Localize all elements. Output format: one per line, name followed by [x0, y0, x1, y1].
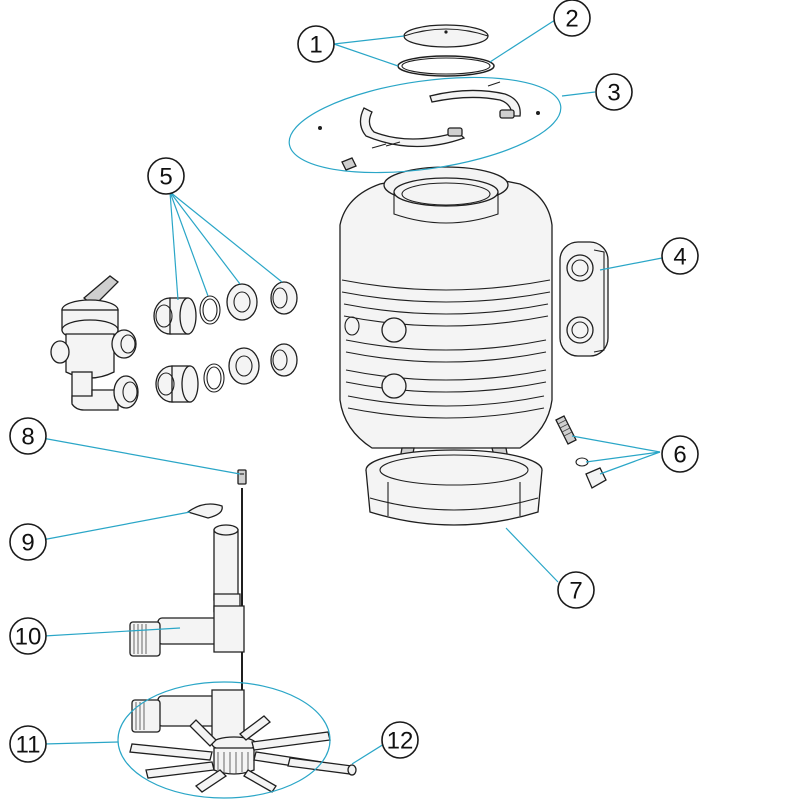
callout-1-label: 1 [309, 32, 322, 59]
part-clamp-assembly [318, 81, 540, 171]
callout-1: 1 [297, 25, 335, 63]
callout-2-label: 2 [565, 6, 578, 33]
part-lateral-tube [287, 757, 357, 776]
callout-3-label: 3 [607, 80, 620, 107]
callout-9: 9 [9, 523, 47, 561]
callout-2: 2 [553, 0, 591, 37]
callout-12-label: 12 [387, 728, 414, 755]
callout-5-label: 5 [159, 164, 172, 191]
callout-7: 7 [557, 571, 595, 609]
part-filter-tank [339, 166, 553, 471]
group-outline-clamp [288, 76, 562, 174]
callout-3: 3 [595, 73, 633, 111]
part-multiport-valve [50, 275, 139, 411]
callout-5: 5 [147, 157, 185, 195]
part-lid-cover [403, 24, 489, 48]
group-outline-hub [117, 681, 331, 799]
callout-4-label: 4 [673, 244, 686, 271]
part-drain-set [555, 415, 607, 489]
part-o-ring [397, 55, 495, 77]
part-clip [186, 503, 223, 519]
callout-7-label: 7 [569, 578, 582, 605]
part-standpipe [129, 488, 245, 690]
callout-4: 4 [661, 237, 699, 275]
part-union-set [153, 281, 298, 403]
part-base-stand [365, 449, 543, 526]
part-bleed-screw [237, 469, 247, 485]
part-port-bracket [559, 241, 609, 357]
callout-6-label: 6 [673, 442, 686, 469]
callout-11: 11 [9, 725, 47, 763]
leader-lines [41, 19, 663, 765]
callout-8: 8 [9, 417, 47, 455]
callout-10-label: 10 [15, 624, 42, 651]
callout-12: 12 [381, 721, 419, 759]
callout-10: 10 [9, 617, 47, 655]
callout-11-label: 11 [16, 732, 41, 759]
callout-9-label: 9 [21, 530, 34, 557]
part-lateral-hub [129, 689, 331, 793]
callout-8-label: 8 [21, 424, 34, 451]
callout-6: 6 [661, 435, 699, 473]
